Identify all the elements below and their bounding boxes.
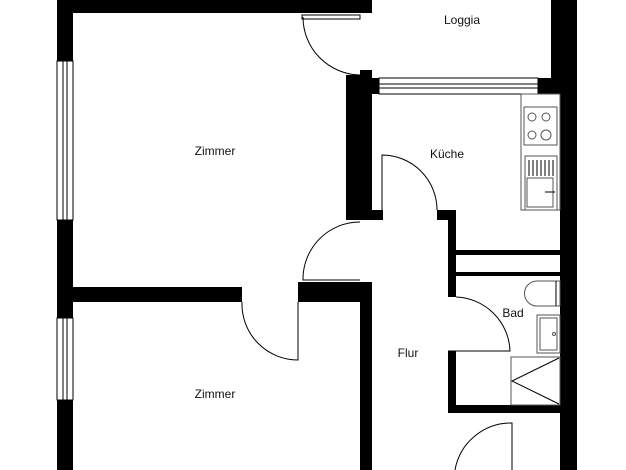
walls <box>57 0 577 470</box>
room-label-zimmer-bottom: Zimmer <box>195 387 236 401</box>
doors <box>241 14 513 470</box>
stove-icon <box>523 106 558 146</box>
room-label-flur: Flur <box>398 346 419 360</box>
kitchen-fixtures <box>520 93 561 211</box>
windows <box>56 60 539 401</box>
room-label-bad: Bad <box>502 306 523 320</box>
room-label-zimmer-top: Zimmer <box>195 144 236 158</box>
bathroom-fixtures <box>510 280 561 406</box>
room-label-loggia: Loggia <box>444 13 480 27</box>
toilet-icon <box>524 280 561 307</box>
room-label-kueche: Küche <box>430 147 464 161</box>
room-labels: Loggia Zimmer Küche Zimmer Flur Bad <box>195 13 524 401</box>
shower-icon <box>510 356 561 406</box>
